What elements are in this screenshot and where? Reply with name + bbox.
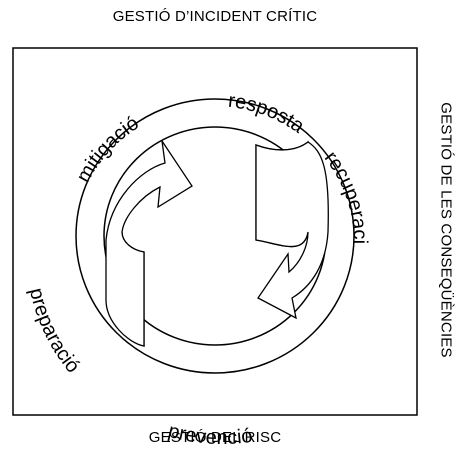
left-cycle-arrow (105, 140, 193, 347)
outer-ring (75, 98, 355, 374)
risk-management-caption: GESTIÓ DEL RISC (148, 429, 282, 446)
crisis-management-caption: GESTIÓ D’INCIDENT CRÍTIC (112, 8, 318, 25)
diagram-frame (12, 47, 418, 416)
mitigation-label: mitigació (72, 112, 142, 186)
prevention-label: prevenció (166, 420, 254, 449)
response-label: resposta (227, 90, 309, 138)
preparation-label: preparació (25, 286, 84, 377)
right-cycle-arrow (255, 140, 329, 320)
